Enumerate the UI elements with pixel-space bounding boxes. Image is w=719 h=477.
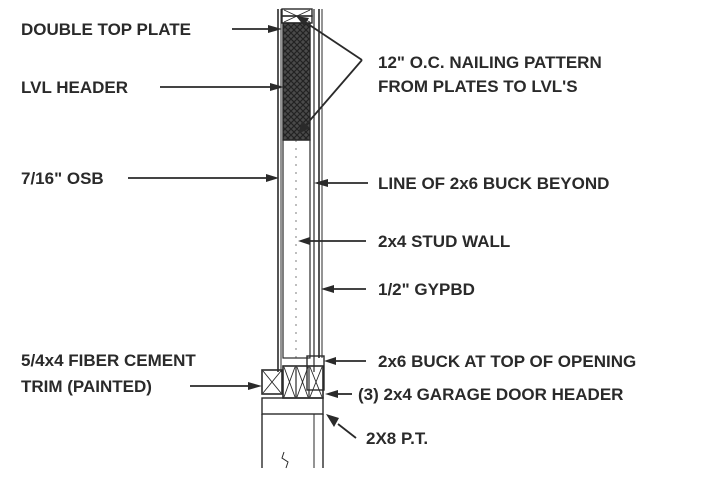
leader-lines bbox=[128, 16, 368, 439]
label-double-top-plate: DOUBLE TOP PLATE bbox=[21, 20, 191, 39]
double-top-plate bbox=[281, 8, 313, 24]
label-buck-beyond: LINE OF 2x6 BUCK BEYOND bbox=[378, 174, 609, 193]
fiber-cement-trim bbox=[261, 369, 283, 395]
stud-wall bbox=[282, 139, 311, 359]
label-buck-top-of-opening: 2x6 BUCK AT TOP OF OPENING bbox=[378, 352, 636, 371]
label-nailing-pattern-line1: 12" O.C. NAILING PATTERN bbox=[378, 53, 602, 72]
label-lvl-header: LVL HEADER bbox=[21, 78, 128, 97]
osb-sheathing bbox=[277, 9, 282, 372]
label-trim-line1: 5/4x4 FIBER CEMENT bbox=[21, 351, 196, 370]
label-nailing-pattern-line2: FROM PLATES TO LVL'S bbox=[378, 77, 578, 96]
label-pt: 2X8 P.T. bbox=[366, 429, 428, 448]
pt-2x8 bbox=[261, 397, 324, 469]
label-trim-line2: TRIM (PAINTED) bbox=[21, 377, 152, 396]
label-stud-wall: 2x4 STUD WALL bbox=[378, 232, 510, 251]
labels: DOUBLE TOP PLATE LVL HEADER 12" O.C. NAI… bbox=[21, 20, 636, 448]
lvl-header bbox=[282, 22, 311, 141]
garage-door-header bbox=[282, 365, 324, 399]
label-garage-door-header: (3) 2x4 GARAGE DOOR HEADER bbox=[358, 385, 623, 404]
buck-top-of-opening bbox=[306, 355, 325, 391]
label-osb: 7/16" OSB bbox=[21, 169, 104, 188]
wall-section-drawing bbox=[261, 8, 325, 469]
label-gypbd: 1/2" GYPBD bbox=[378, 280, 475, 299]
